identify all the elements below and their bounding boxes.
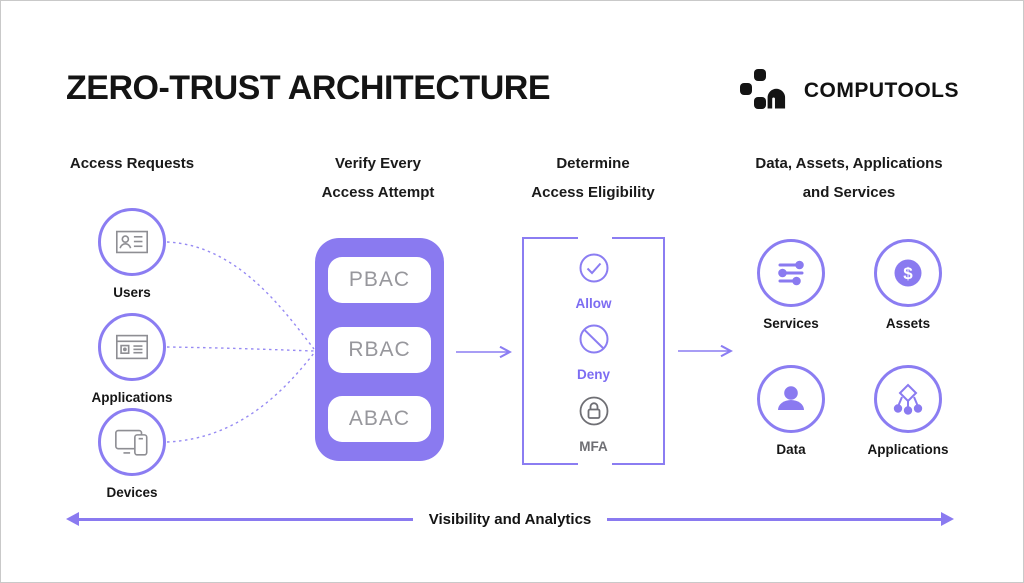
applications-label: Applications: [91, 390, 173, 405]
column-header-line: Data, Assets, Applications: [755, 155, 943, 172]
eligibility-item-allow: Allow: [575, 249, 613, 311]
arrow-line: [79, 517, 413, 521]
column-header-determine-access-eligibility: Determine Access Eligibility: [478, 149, 708, 207]
arrow-line: [607, 517, 941, 521]
devices-icon: [115, 429, 148, 456]
column-header-verify-every-access-attempt: Verify Every Access Attempt: [263, 149, 493, 207]
column-header-line: Access Requests: [69, 155, 195, 172]
arrow-left-icon: [66, 512, 79, 526]
column-header-line: Determine: [556, 155, 630, 172]
svg-text:$: $: [903, 264, 913, 283]
arrow-right-icon: [941, 512, 954, 526]
id-card-icon: [115, 230, 149, 254]
devices-label: Devices: [106, 485, 158, 500]
sliders-icon: [778, 260, 804, 286]
allow-label: Allow: [575, 295, 612, 311]
assets-circle: $: [874, 239, 942, 307]
users-label: Users: [113, 285, 151, 300]
access-models-box: PBAC RBAC ABAC: [315, 238, 444, 461]
browser-window-icon: [115, 334, 149, 360]
rbac-pill: RBAC: [328, 326, 431, 373]
source-node-applications: Applications: [72, 313, 192, 405]
mfa-label: MFA: [579, 438, 608, 454]
dollar-circle-icon: $: [894, 259, 922, 287]
services-circle: [757, 239, 825, 307]
deny-circle-icon: [579, 324, 608, 354]
eligibility-item-mfa: MFA: [575, 392, 613, 454]
applications-circle: [98, 313, 166, 381]
resource-node-assets: $ Assets: [848, 239, 968, 331]
applications-resource-circle: [874, 365, 942, 433]
services-label: Services: [763, 316, 819, 331]
computools-logo-text: COMPUTOOLS: [803, 79, 959, 102]
pbac-pill: PBAC: [328, 257, 431, 303]
eligibility-item-deny: Deny: [575, 320, 613, 382]
computools-logo-icon: [739, 69, 785, 109]
lock-circle-icon: [579, 396, 608, 425]
visibility-analytics-arrow: Visibility and Analytics: [66, 508, 954, 530]
data-circle: [757, 365, 825, 433]
column-header-line: Verify Every: [335, 155, 421, 172]
column-header-line: and Services: [802, 184, 896, 201]
border-gap: [578, 462, 612, 466]
hierarchy-icon: [893, 383, 923, 415]
column-header-line: Access Attempt: [321, 184, 435, 201]
applications-resource-label: Applications: [867, 442, 949, 457]
visibility-analytics-label: Visibility and Analytics: [428, 510, 592, 528]
assets-label: Assets: [885, 316, 931, 331]
column-header-line: Access Eligibility: [531, 184, 655, 201]
person-icon: [778, 386, 804, 410]
data-label: Data: [776, 442, 806, 457]
resource-node-services: Services: [731, 239, 851, 331]
abac-pill: ABAC: [328, 396, 431, 442]
users-circle: [98, 208, 166, 276]
source-node-users: Users: [72, 208, 192, 300]
border-gap: [578, 236, 612, 240]
resource-node-data: Data: [731, 365, 851, 457]
page-title: ZERO-TRUST ARCHITECTURE: [66, 69, 551, 107]
deny-label: Deny: [576, 367, 610, 382]
check-circle-icon: [579, 253, 608, 282]
computools-logo: COMPUTOOLS: [739, 69, 959, 113]
devices-circle: [98, 408, 166, 476]
column-header-access-requests: Access Requests: [17, 149, 247, 178]
source-node-devices: Devices: [72, 408, 192, 500]
access-eligibility-box: Allow Deny MFA: [522, 236, 665, 466]
column-header-data-assets-applications-services: Data, Assets, Applications and Services: [719, 149, 979, 207]
resource-node-applications: Applications: [848, 365, 968, 457]
